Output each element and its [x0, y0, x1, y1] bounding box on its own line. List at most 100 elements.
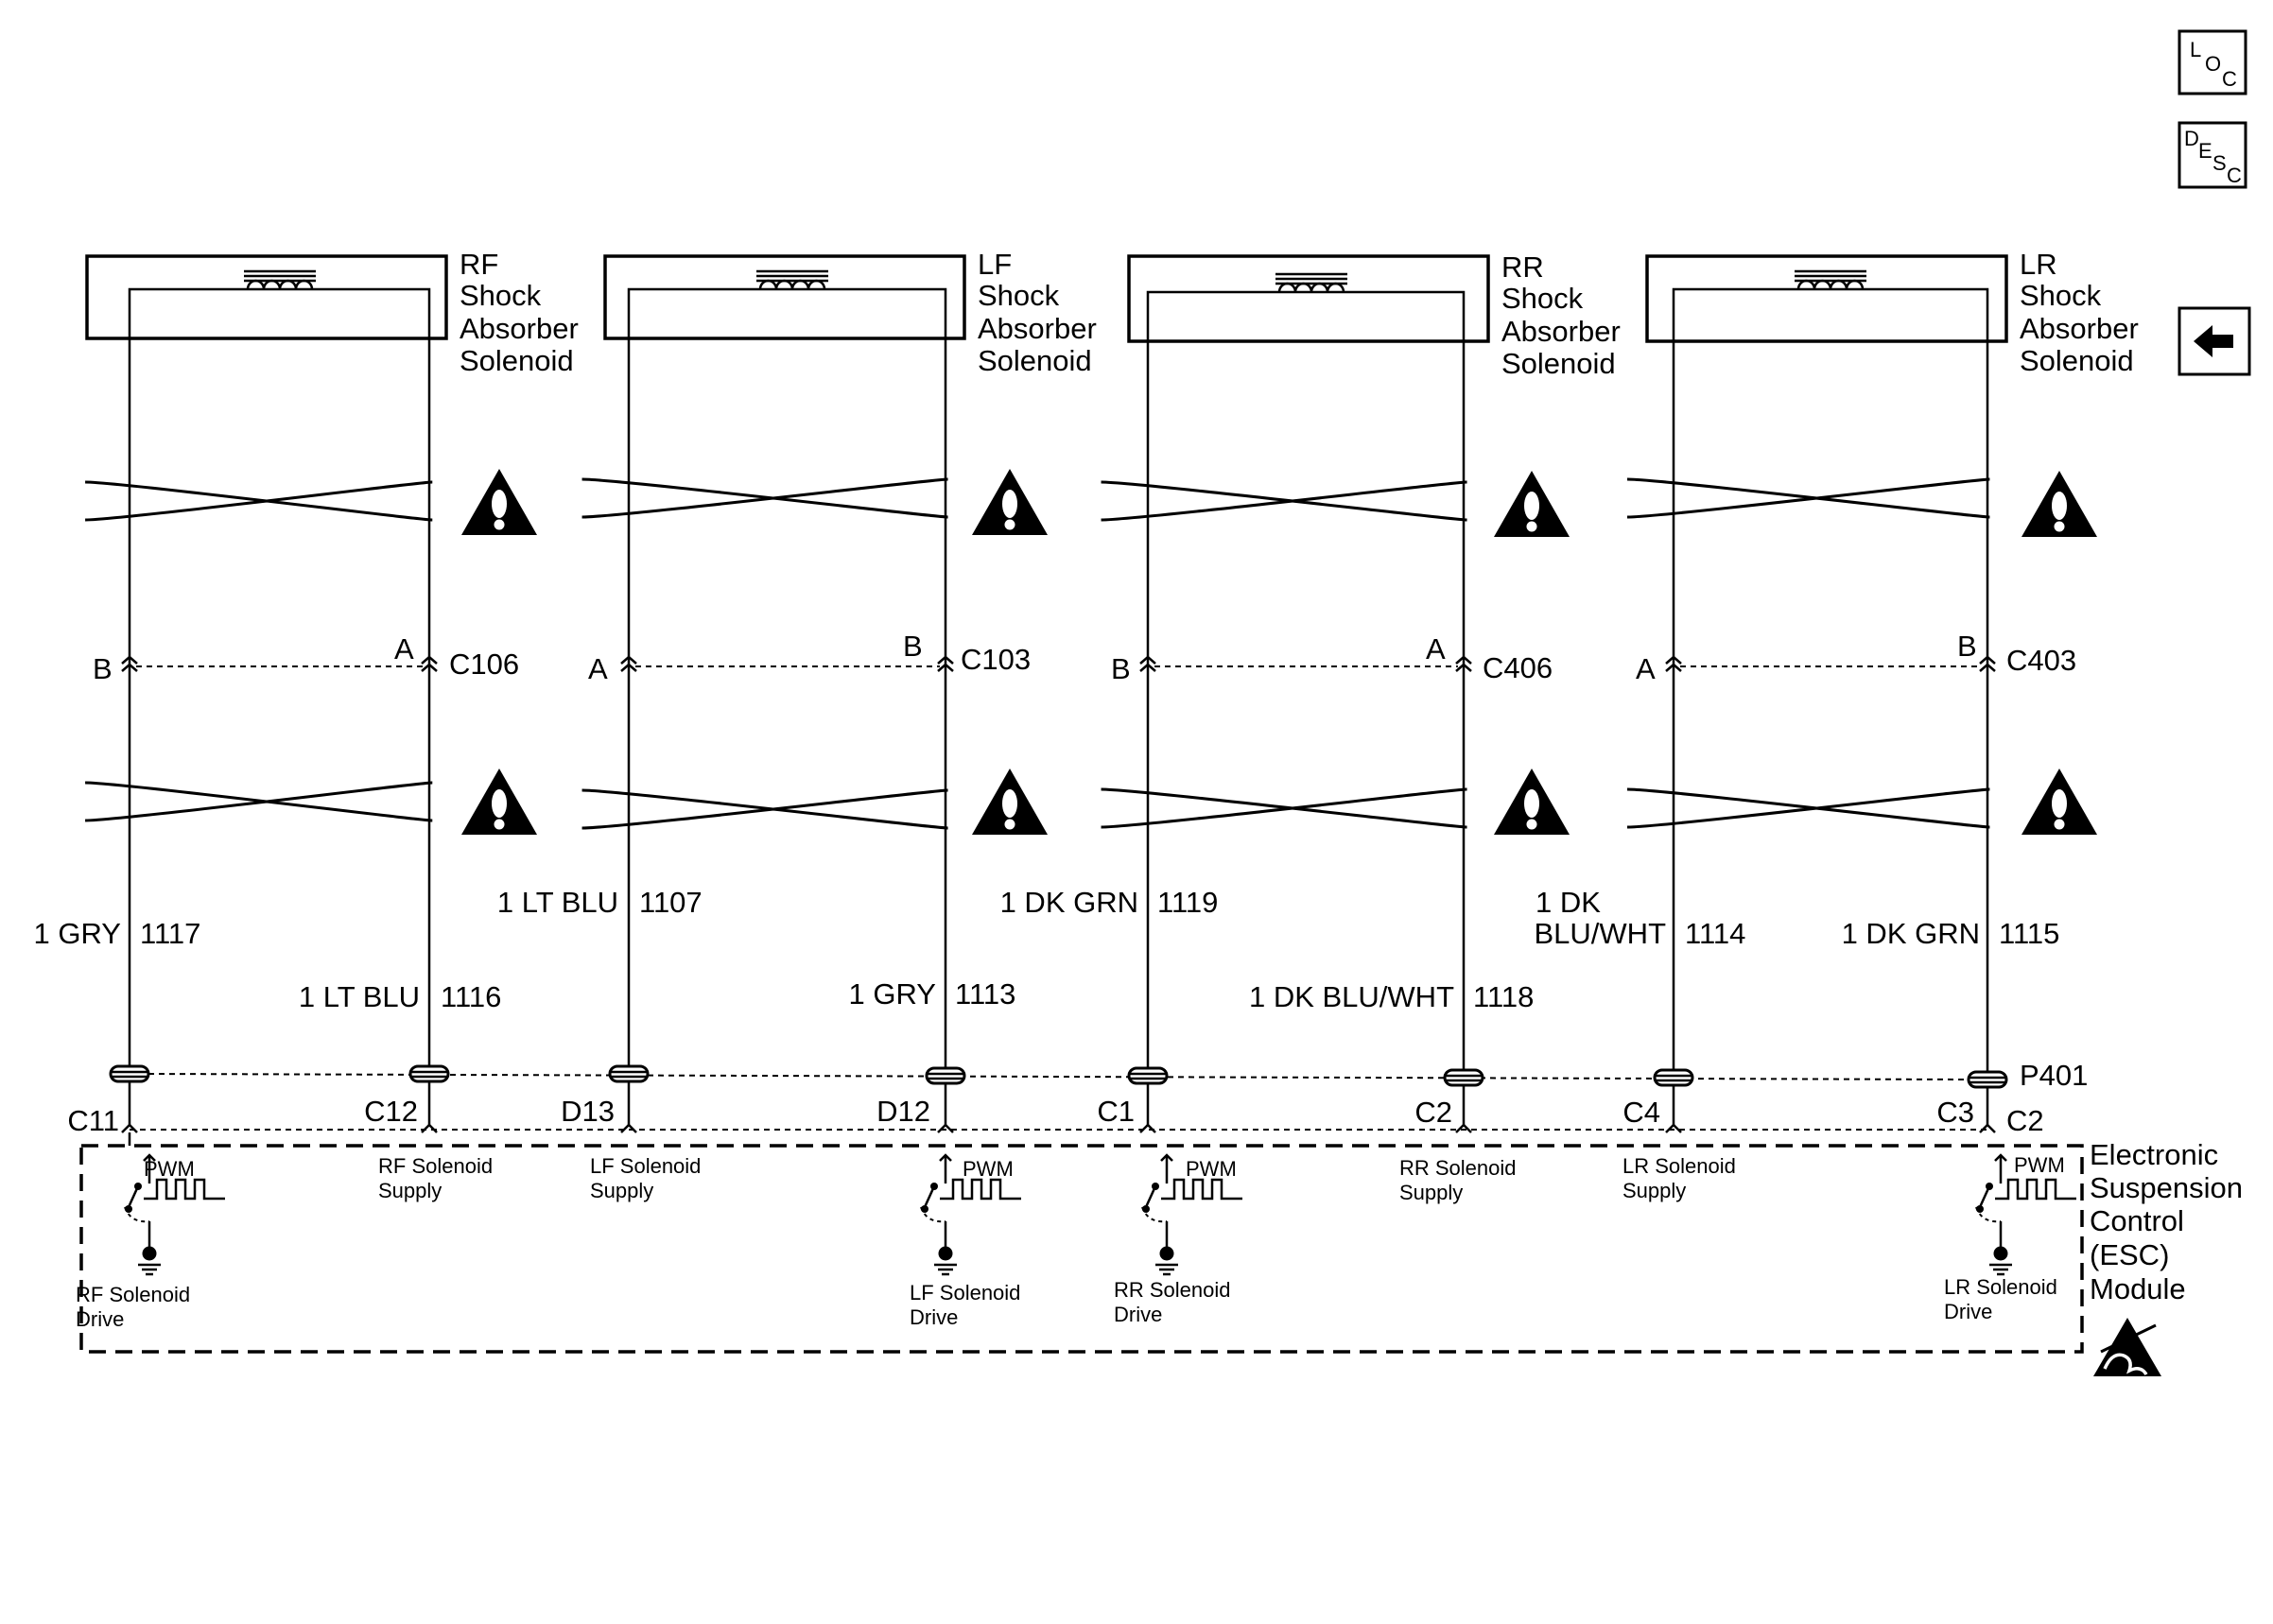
module-name-3: Control — [2090, 1204, 2184, 1237]
pin-label: A — [588, 652, 608, 685]
module-function-label: LR Solenoid — [1622, 1154, 1736, 1178]
back-button[interactable] — [2178, 306, 2251, 376]
coil-icon — [755, 269, 830, 291]
rf-solenoid: RF Shock Absorber Solenoid — [85, 248, 579, 690]
wire-labels: 1 GRY 1117 1 LT BLU 1116 1 LT BLU 1107 1… — [34, 886, 2060, 1013]
module-name-5: Module — [2090, 1272, 2186, 1305]
esc-module: PWM PWM PWM PWM RF Solenoid Drive RF Sol… — [76, 1132, 2243, 1376]
module-function-label: LR Solenoid — [1944, 1275, 2057, 1299]
lf-solenoid-label-2: Shock — [978, 279, 1060, 312]
caution-triangle-icon — [1494, 471, 1570, 537]
wire-color: 1 LT BLU — [299, 980, 420, 1013]
connector-name: C106 — [449, 648, 519, 681]
connector-name: P401 — [2020, 1059, 2088, 1092]
loc-letter-o: O — [2205, 52, 2221, 76]
pin-label: C4 — [1622, 1096, 1660, 1129]
pin-label: A — [394, 632, 414, 665]
loc-button[interactable]: L O C — [2178, 29, 2250, 98]
coil-icon — [242, 269, 318, 291]
wire-circuit: 1119 — [1157, 886, 1218, 919]
pin-label: C11 — [67, 1104, 119, 1137]
pwm-label: PWM — [144, 1157, 195, 1181]
wire-runs — [128, 690, 1989, 1125]
wire-color: 1 DK BLU/WHT — [1249, 980, 1454, 1013]
wire-circuit: 1116 — [441, 980, 501, 1013]
lr-solenoid-label-1: LR — [2020, 248, 2057, 281]
wire-circuit: 1113 — [955, 977, 1015, 1011]
wire-circuit: 1107 — [639, 886, 703, 919]
loc-letter-c: C — [2222, 67, 2237, 91]
desc-button[interactable]: D E S C — [2178, 121, 2247, 189]
pwm-label: PWM — [963, 1157, 1014, 1181]
connector-c103: A B C103 — [588, 630, 1031, 685]
connector-name: C403 — [2006, 644, 2076, 677]
pin-label: A — [1426, 632, 1446, 665]
pin-label: B — [1957, 630, 1977, 663]
module-name-1: Electronic — [2090, 1138, 2218, 1171]
desc-letter-d: D — [2184, 127, 2199, 150]
rr-solenoid: RR Shock Absorber Solenoid — [1127, 251, 1621, 690]
module-function-label: Drive — [1114, 1303, 1162, 1326]
pin-label: B — [1111, 652, 1131, 685]
connector-c106: B A C106 — [93, 632, 519, 685]
pin-label: A — [1636, 652, 1656, 685]
pin-label: B — [903, 630, 923, 663]
rf-solenoid-label-1: RF — [460, 248, 498, 281]
pin-label: D12 — [876, 1095, 930, 1128]
module-function-label: Supply — [1399, 1181, 1463, 1204]
module-function-label: LF Solenoid — [590, 1154, 701, 1178]
module-function-label: Drive — [1944, 1300, 1992, 1323]
module-function-label: Supply — [1622, 1179, 1686, 1202]
connector-name: C406 — [1483, 651, 1553, 684]
twisted-pair-icon — [582, 790, 948, 828]
pin-label: C3 — [1936, 1096, 1974, 1129]
twisted-pair-icon — [1102, 789, 1467, 827]
caution-triangle-icon — [972, 469, 1048, 535]
caution-triangle-icon — [2021, 769, 2097, 835]
wire-circuit: 1118 — [1473, 980, 1534, 1013]
lr-solenoid: LR Shock Absorber Solenoid — [1645, 248, 2139, 690]
pin-label: C2 — [1414, 1096, 1452, 1129]
module-function-label: RR Solenoid — [1114, 1278, 1231, 1302]
rr-solenoid-label-3: Absorber — [1501, 315, 1621, 348]
module-function-label: Drive — [910, 1305, 958, 1329]
back-arrow-icon — [2194, 325, 2233, 357]
caution-triangle-icon — [972, 769, 1048, 835]
pin-label: D13 — [561, 1095, 615, 1128]
lr-solenoid-label-4: Solenoid — [2020, 344, 2134, 377]
connector-c406: B A C406 — [1111, 632, 1553, 685]
twisted-pair-icon — [582, 479, 948, 517]
wire-color: 1 GRY — [34, 917, 121, 950]
desc-letter-e: E — [2198, 139, 2212, 163]
rr-solenoid-label-4: Solenoid — [1501, 347, 1616, 380]
twisted-pair-icon — [85, 783, 432, 821]
twisted-pair-icon — [85, 482, 432, 520]
wire-circuit: 1117 — [140, 917, 200, 950]
pin-label: C12 — [364, 1095, 418, 1128]
connector-name: C2 — [2006, 1104, 2044, 1137]
wire-color: 1 DK GRN — [1842, 917, 1980, 950]
connector-c403: A B C403 — [1636, 630, 2076, 685]
rr-solenoid-label-1: RR — [1501, 251, 1544, 284]
module-function-label: Supply — [378, 1179, 442, 1202]
twisted-pair-icon — [1102, 482, 1467, 520]
module-function-label: RR Solenoid — [1399, 1156, 1517, 1180]
esd-sensitive-icon — [2093, 1318, 2161, 1376]
lf-solenoid-label-4: Solenoid — [978, 344, 1092, 377]
module-function-label: RF Solenoid — [378, 1154, 493, 1178]
lf-solenoid-label-1: LF — [978, 248, 1012, 281]
rf-solenoid-label-2: Shock — [460, 279, 542, 312]
pin-label: B — [93, 652, 113, 685]
rf-solenoid-label-3: Absorber — [460, 312, 579, 345]
coil-icon — [1793, 269, 1868, 291]
wire-circuit: 1114 — [1685, 917, 1745, 950]
lr-solenoid-label-2: Shock — [2020, 279, 2102, 312]
lf-solenoid-label-3: Absorber — [978, 312, 1097, 345]
pwm-label: PWM — [1186, 1157, 1237, 1181]
wire-color-line2: BLU/WHT — [1535, 917, 1667, 950]
caution-triangle-icon — [2021, 471, 2097, 537]
rr-solenoid-label-2: Shock — [1501, 282, 1584, 315]
pwm-label: PWM — [2014, 1153, 2065, 1177]
twisted-pair-icon — [1627, 479, 1989, 517]
